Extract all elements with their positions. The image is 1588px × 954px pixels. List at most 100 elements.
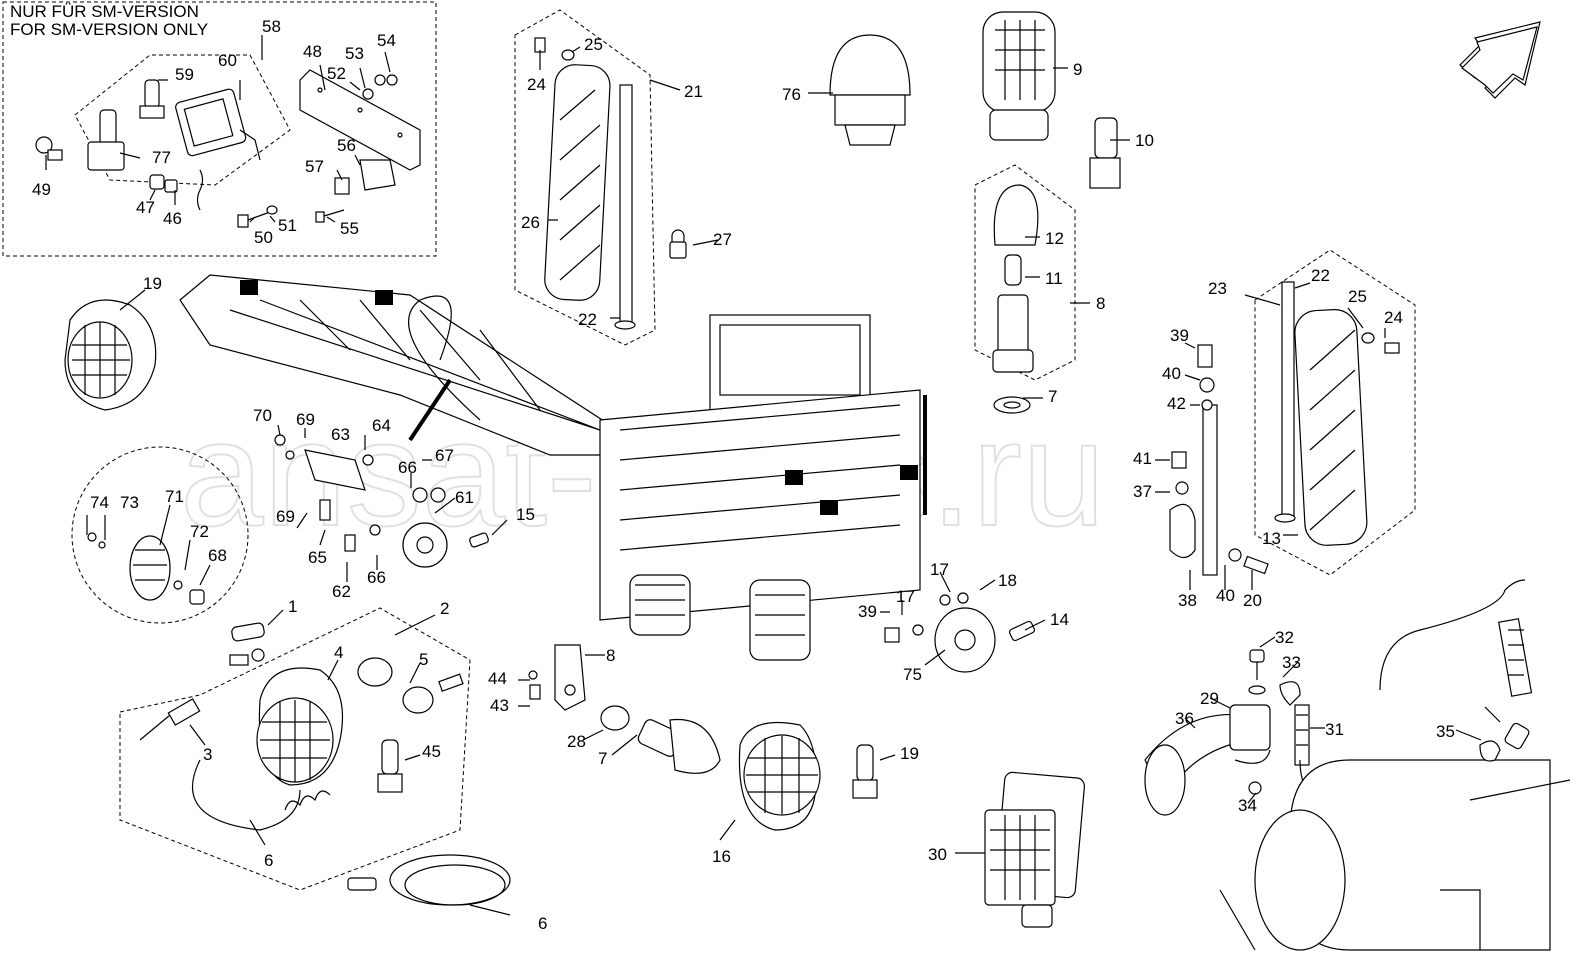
sensor-5 xyxy=(139,698,201,741)
callout-60: 60 xyxy=(218,51,237,70)
callout-4: 5 xyxy=(419,650,428,669)
callout-30: 32 xyxy=(1275,628,1294,647)
callout-73b: 72 xyxy=(190,522,209,541)
callout-16b: 17 xyxy=(930,560,949,579)
connector-47-46 xyxy=(149,169,204,211)
bolt-13 xyxy=(229,622,265,666)
callout-69b: 69 xyxy=(276,507,295,526)
callout-66b: 66 xyxy=(367,568,386,587)
callout-58: 58 xyxy=(262,17,281,36)
air-horn-29 xyxy=(1144,704,1271,816)
mirror-23 xyxy=(1294,309,1368,546)
callout-33: 29 xyxy=(1200,689,1219,708)
callout-19b: 16 xyxy=(712,847,731,866)
group-outline-58 xyxy=(74,54,291,186)
callout-9: 9 xyxy=(1073,60,1082,79)
callout-62: 15 xyxy=(516,505,535,524)
callout-51: 51 xyxy=(278,216,297,235)
callout-75: 30 xyxy=(928,845,947,864)
callout-52: 52 xyxy=(327,64,346,83)
bulb-6-right xyxy=(852,744,878,799)
nuts-52-53-54 xyxy=(362,74,398,100)
bulb-11 xyxy=(1004,254,1022,286)
callout-37: 38 xyxy=(1178,591,1197,610)
horn-61 xyxy=(344,487,448,568)
callout-7: 7 xyxy=(1048,387,1057,406)
callout-61: 61 xyxy=(455,488,474,507)
bolt-24-washer-25 xyxy=(534,37,575,61)
mirror-arm-22 xyxy=(614,84,636,330)
callout-55: 55 xyxy=(340,219,359,238)
callout-39: 40 xyxy=(1162,364,1181,383)
callout-48: 48 xyxy=(303,42,322,61)
callout-21: 21 xyxy=(684,82,703,101)
callout-22b: 22 xyxy=(1311,266,1330,285)
callout-11: 11 xyxy=(1045,269,1063,288)
callout-26: 26 xyxy=(521,213,540,232)
callout-13: 1 xyxy=(288,597,297,616)
callout-15b: 39 xyxy=(858,602,877,621)
callout-32: 33 xyxy=(1282,653,1301,672)
callout-76: 76 xyxy=(782,85,801,104)
detail-circle xyxy=(71,446,249,624)
leader-lines xyxy=(45,35,1501,916)
group-outline-8 xyxy=(974,164,1076,381)
horn-14 xyxy=(884,592,1036,673)
callout-25b: 25 xyxy=(1348,287,1367,306)
callout-14: 75 xyxy=(903,665,922,684)
bracket-56-57 xyxy=(334,159,396,195)
callout-7b: 28 xyxy=(567,732,586,751)
callout-24: 24 xyxy=(527,75,546,94)
callout-70: 70 xyxy=(253,406,272,425)
clip-49 xyxy=(35,136,63,161)
callout-22: 22 xyxy=(578,310,597,329)
horn-bracket-63 xyxy=(274,434,374,521)
callouts: 58 60 59 48 53 54 52 77 49 47 46 56 57 5… xyxy=(32,17,1455,933)
callout-67: 67 xyxy=(435,446,454,465)
callout-23: 13 xyxy=(1262,529,1281,548)
bulb-10 xyxy=(1089,117,1121,189)
callout-57: 57 xyxy=(305,157,324,176)
header-line-1: NUR FÜR SM-VERSION xyxy=(10,2,199,21)
callout-59: 59 xyxy=(175,65,194,84)
callout-54: 54 xyxy=(377,31,396,50)
callout-41: 37 xyxy=(1133,482,1152,501)
pole-37 xyxy=(1169,344,1269,576)
sm-version-box xyxy=(2,1,437,257)
callout-5: 3 xyxy=(203,745,212,764)
bulb-77 xyxy=(87,109,125,171)
callout-74: 74 xyxy=(90,493,109,512)
callout-6: 45 xyxy=(422,742,441,761)
work-lamp-19-top xyxy=(64,299,157,411)
cap-4 xyxy=(357,657,464,714)
connector-62 xyxy=(469,532,489,548)
beacon-76 xyxy=(829,34,911,146)
callout-16: 17 xyxy=(896,587,915,606)
callout-46: 46 xyxy=(163,209,182,228)
callout-17: 18 xyxy=(998,571,1017,590)
callout-25: 25 xyxy=(584,35,603,54)
callout-34: 35 xyxy=(1436,722,1455,741)
callout-50: 50 xyxy=(254,228,273,247)
work-lamp-2 xyxy=(256,667,344,786)
mirror-arm-22-right xyxy=(1274,281,1296,523)
callout-43: 8 xyxy=(606,646,615,665)
base-8 xyxy=(992,294,1034,373)
bolt-24-washer-25-right xyxy=(1361,332,1400,354)
lens-71 xyxy=(129,535,171,601)
bracket-48 xyxy=(299,69,421,171)
callout-56: 56 xyxy=(337,136,356,155)
callout-44: 43 xyxy=(490,696,509,715)
callout-69: 69 xyxy=(296,410,315,429)
hose-36 xyxy=(1294,704,1310,766)
callout-29: 36 xyxy=(1175,709,1194,728)
bolts-50-51-55 xyxy=(237,205,345,228)
callout-19: 19 xyxy=(143,274,162,293)
callout-6b: 19 xyxy=(900,744,919,763)
callout-10: 10 xyxy=(1135,131,1154,150)
work-lamp-75 xyxy=(984,771,1086,928)
orientation-arrow-icon xyxy=(1459,21,1541,99)
callout-42: 41 xyxy=(1133,449,1152,468)
callout-64: 64 xyxy=(372,416,391,435)
